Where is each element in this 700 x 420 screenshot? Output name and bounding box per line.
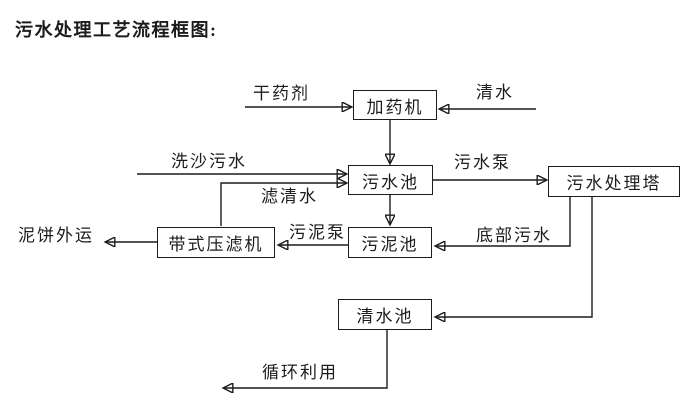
- edge-label-sand-sewage: 洗沙污水: [171, 152, 247, 171]
- node-sludge-pool-label: 污泥池: [361, 235, 419, 254]
- node-belt-filter-press: 带式压滤机: [157, 227, 275, 258]
- node-belt-filter-press-label: 带式压滤机: [168, 235, 264, 254]
- node-dosing-machine: 加药机: [353, 90, 437, 120]
- edge-label-dry-agent: 干药剂: [253, 84, 310, 103]
- node-clean-water-pool-label: 清水池: [356, 307, 414, 326]
- node-sewage-pool-label: 污水池: [362, 172, 419, 192]
- edge-label-clean-water: 清水: [476, 83, 514, 102]
- edge-label-bottom-sewage: 底部污水: [476, 226, 552, 245]
- node-sewage-pool: 污水池: [348, 165, 433, 195]
- node-clean-water-pool: 清水池: [338, 299, 432, 330]
- arrow-tower-to-clean-pool: [436, 197, 593, 317]
- page-title: 污水处理工艺流程框图:: [15, 20, 218, 40]
- node-sludge-pool: 污泥池: [348, 227, 432, 258]
- edge-label-mud-cake-out: 泥饼外运: [18, 226, 94, 245]
- node-treatment-tower-label: 污水处理塔: [566, 174, 662, 193]
- edge-label-sludge-pump: 污泥泵: [289, 223, 346, 242]
- node-dosing-machine-label: 加药机: [366, 97, 424, 117]
- node-treatment-tower: 污水处理塔: [548, 166, 680, 197]
- edge-label-filtered-water: 滤清水: [261, 187, 318, 206]
- edge-label-recycle-use: 循环利用: [262, 363, 338, 382]
- edge-label-sewage-pump: 污水泵: [454, 153, 511, 172]
